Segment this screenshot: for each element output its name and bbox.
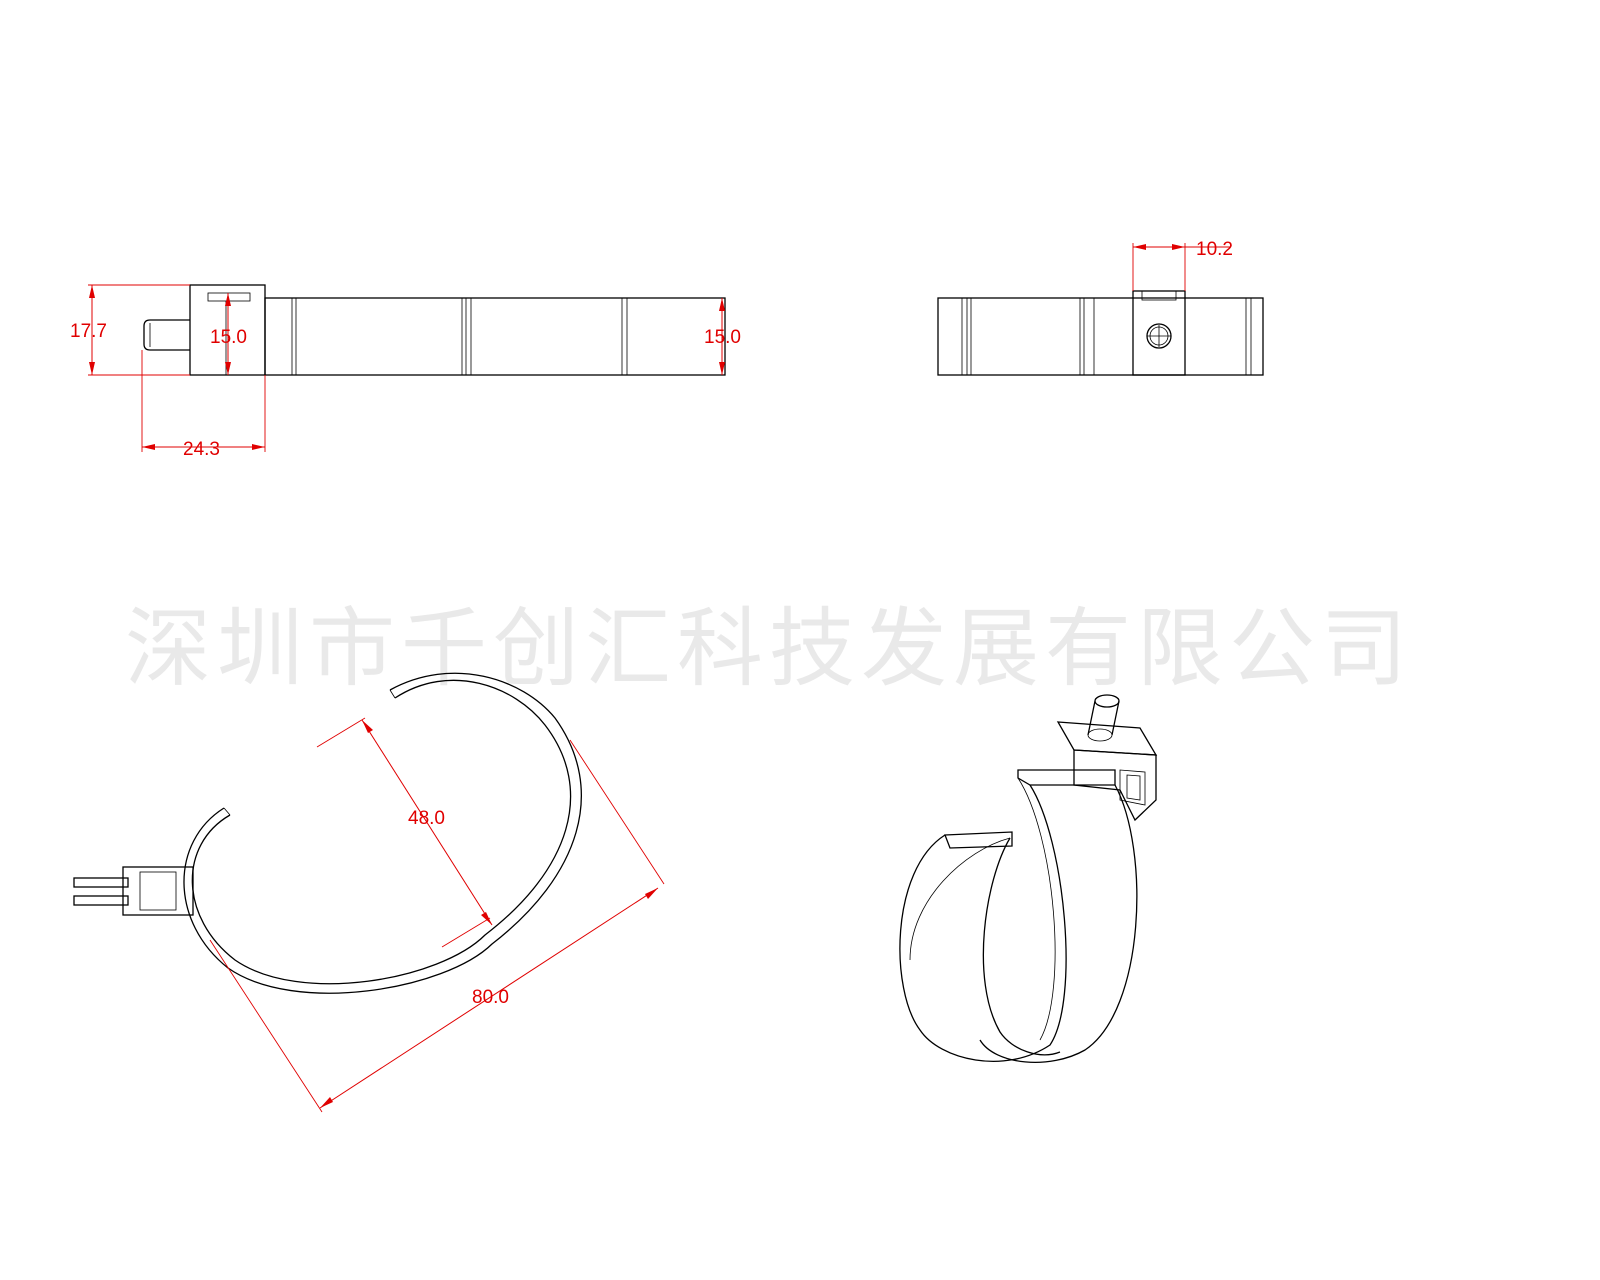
dim-80-0-label: 80.0: [472, 987, 509, 1008]
side-view-strap: [264, 297, 726, 376]
open-band-clip: [122, 866, 194, 916]
front-view: 10.2: [937, 239, 1264, 376]
open-band-pin-upper: [73, 877, 129, 888]
company-watermark: 深圳市千创汇科技发展有限公司: [125, 599, 1413, 699]
iso-pin: [1087, 694, 1120, 742]
iso-loop-right: [979, 784, 1138, 1063]
isometric-view: [899, 694, 1158, 1063]
dim-15-0-strap: 15.0: [704, 298, 741, 375]
open-band-outer-edge: [191, 679, 572, 985]
iso-clip-block: [1056, 721, 1158, 822]
dim-48-0: 48.0: [316, 717, 493, 948]
front-view-screw-icon: [1146, 323, 1172, 349]
side-view: 17.7 15.0 15.0 24.3: [70, 284, 741, 460]
dim-10-2-label: 10.2: [1196, 239, 1233, 260]
dim-24-3: 24.3: [141, 350, 266, 460]
dim-15-0-clip: 15.0: [210, 293, 247, 375]
dim-10-2: 10.2: [1132, 239, 1233, 291]
dim-24-3-label: 24.3: [183, 439, 220, 460]
dim-17-7-label: 17.7: [70, 321, 107, 342]
open-band-inner-edge: [183, 672, 582, 994]
iso-upper-tab: [1017, 769, 1116, 786]
side-view-pin: [143, 319, 190, 351]
dim-15-0-strap-label: 15.0: [704, 327, 741, 348]
iso-loop-inner: [982, 837, 1061, 1056]
front-view-strap: [937, 297, 1264, 376]
open-band-view: 48.0 80.0: [73, 672, 665, 1113]
dim-17-7: 17.7: [70, 284, 190, 376]
iso-lower-tab: [944, 831, 1013, 849]
dim-48-0-label: 48.0: [408, 808, 445, 829]
open-band-pin-lower: [73, 895, 129, 906]
dim-15-0-clip-label: 15.0: [210, 327, 247, 348]
iso-loop-outer: [899, 784, 1067, 1063]
dim-80-0: 80.0: [209, 739, 665, 1113]
